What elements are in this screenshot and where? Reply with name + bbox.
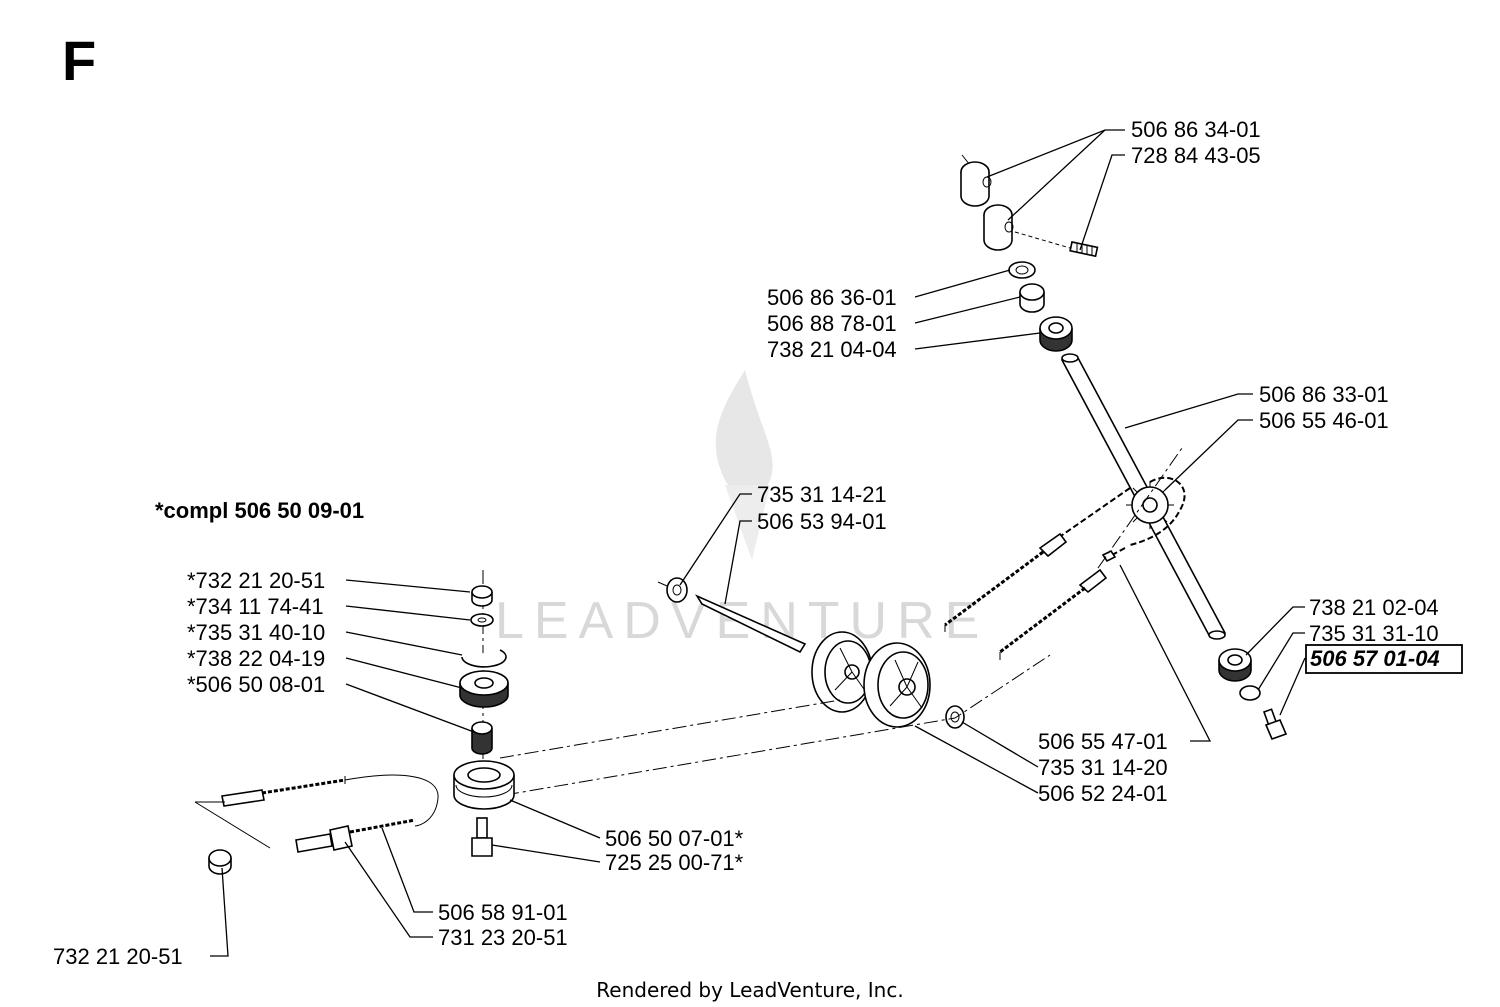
leader-lines [210, 129, 1306, 957]
part-label[interactable]: *506 50 08-01 [187, 672, 325, 697]
centerline-upper [499, 699, 841, 759]
part-label[interactable]: 735 31 31-10 [1309, 621, 1439, 646]
bolt-bottom [1262, 708, 1288, 741]
section-letter: F [62, 29, 96, 92]
collar-upper [960, 154, 992, 207]
collar-lower [983, 204, 1014, 251]
bearing-top [1039, 316, 1073, 352]
part-label[interactable]: 506 86 33-01 [1259, 382, 1389, 407]
part-label[interactable]: *734 11 74-41 [187, 594, 324, 619]
washer-left [470, 613, 494, 627]
part-label[interactable]: 735 31 14-21 [757, 482, 887, 507]
chain-link [1101, 549, 1117, 563]
spacer-right [945, 705, 965, 729]
bearing-left [459, 670, 509, 708]
part-label[interactable]: *735 31 40-10 [187, 620, 325, 645]
part-label[interactable]: *738 22 04-19 [187, 646, 325, 671]
part-labels: 506 86 34-01 728 84 43-05 506 86 36-01 5… [53, 117, 1440, 969]
highlight-box [1305, 644, 1463, 674]
part-label[interactable]: 506 55 47-01 [1038, 729, 1168, 754]
part-label[interactable]: 725 25 00-71* [605, 850, 744, 875]
part-label[interactable]: *732 21 20-51 [187, 568, 325, 593]
assembly-label: *compl 506 50 09-01 [155, 498, 364, 523]
chain-loop [1129, 476, 1186, 546]
axle-pin [694, 594, 807, 654]
part-label[interactable]: 506 53 94-01 [757, 509, 887, 534]
chain-lower [1111, 547, 1126, 556]
part-label[interactable]: 506 88 78-01 [767, 311, 897, 336]
sprocket [1126, 481, 1174, 529]
cable-lower [999, 568, 1108, 660]
set-screw [1014, 231, 1099, 258]
part-label[interactable]: 728 84 43-05 [1131, 143, 1261, 168]
chain-upper [1054, 487, 1131, 541]
part-label[interactable]: 731 23 20-51 [438, 925, 568, 950]
part-label[interactable]: 735 31 14-20 [1038, 755, 1168, 780]
flame-logo-icon [715, 370, 773, 560]
cable-left [194, 774, 439, 853]
part-label[interactable]: 506 50 07-01* [605, 826, 744, 851]
part-label-highlighted[interactable]: 506 57 01-04 [1310, 646, 1440, 671]
pulley-housing [453, 760, 515, 810]
centerline-lower [504, 654, 1051, 796]
part-label[interactable]: 738 21 02-04 [1309, 595, 1439, 620]
washer-bottom [1239, 685, 1261, 701]
nut-top [471, 585, 493, 607]
part-label[interactable]: 506 86 36-01 [767, 285, 897, 310]
pin-axis [657, 581, 668, 587]
nut-left [208, 849, 232, 875]
spring-washer [461, 649, 507, 668]
part-label[interactable]: 506 58 91-01 [438, 900, 568, 925]
part-label[interactable]: 738 21 04-04 [767, 337, 897, 362]
part-drawings [194, 154, 1288, 875]
bushing-top [1019, 283, 1045, 313]
bolt-left [471, 817, 493, 857]
watermark: LEADVENTURE [495, 370, 979, 650]
bearing-bottom [1218, 648, 1252, 682]
footer-credit: Rendered by LeadVenture, Inc. [596, 978, 903, 1002]
part-label[interactable]: 732 21 20-51 [53, 944, 183, 969]
part-label[interactable]: 506 55 46-01 [1259, 408, 1389, 433]
cable-upper [944, 532, 1068, 632]
spacer-left [666, 577, 688, 603]
part-label[interactable]: 506 86 34-01 [1131, 117, 1261, 142]
pulley-right [863, 642, 931, 728]
part-label[interactable]: 506 52 24-01 [1038, 781, 1168, 806]
washer-top [1008, 261, 1036, 279]
pulley-left [811, 631, 873, 713]
bushing-left [471, 721, 493, 755]
